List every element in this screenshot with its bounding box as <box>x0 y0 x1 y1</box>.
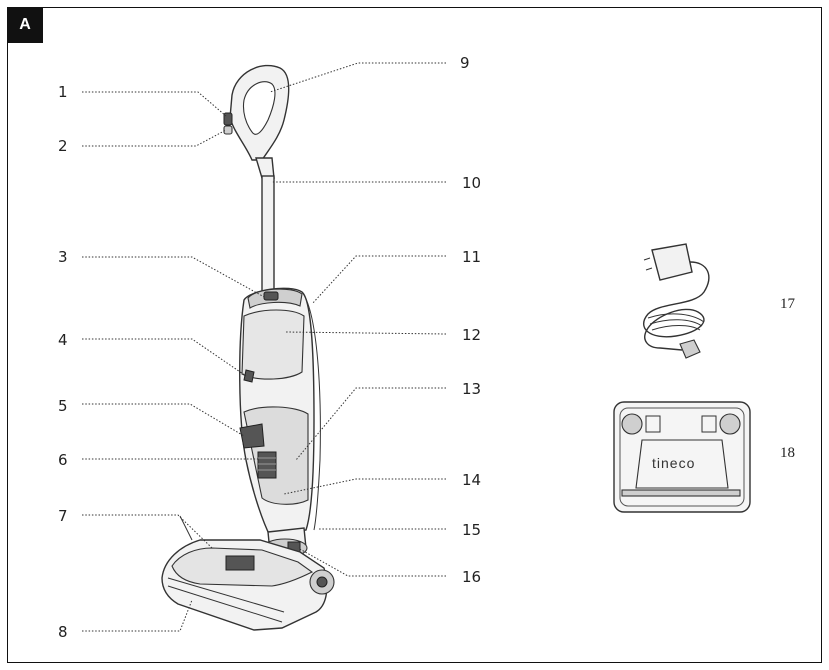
label-14: 14 <box>462 471 481 489</box>
leader-13 <box>296 388 446 460</box>
leader-9 <box>270 63 446 92</box>
label-12: 12 <box>462 326 481 344</box>
label-13: 13 <box>462 380 481 398</box>
leader-3 <box>82 257 266 298</box>
leader-5 <box>82 404 244 436</box>
label-15: 15 <box>462 521 481 539</box>
label-1: 1 <box>58 83 68 101</box>
handle-tube <box>262 176 274 291</box>
handle-release <box>240 424 264 448</box>
handle-neck <box>256 158 274 178</box>
label-2: 2 <box>58 137 68 155</box>
label-3: 3 <box>58 248 68 266</box>
label-5: 5 <box>58 397 68 415</box>
label-6: 6 <box>58 451 68 469</box>
front-latch <box>226 556 254 570</box>
tray-right-hole <box>720 414 740 434</box>
label-16: 16 <box>462 568 481 586</box>
tray-rail <box>622 490 740 496</box>
label-9: 9 <box>460 54 470 72</box>
charger-coil <box>648 314 704 330</box>
leader-2 <box>82 130 226 146</box>
leader-4 <box>82 339 246 376</box>
label-8: 8 <box>58 623 68 641</box>
clean-water-tank <box>242 310 304 379</box>
charger-illustration <box>644 244 709 358</box>
dock-ramp <box>180 516 192 540</box>
storage-tray-illustration: tineco <box>614 402 750 512</box>
label-7: 7 <box>58 507 68 525</box>
vacuum-illustration <box>162 66 334 630</box>
mode-button <box>224 126 232 134</box>
label-18: 18 <box>780 445 795 461</box>
top-button <box>264 292 278 300</box>
charger-connector <box>680 340 700 358</box>
label-4: 4 <box>58 331 68 349</box>
charger-plug-pins <box>644 258 652 270</box>
tray-left-hole <box>622 414 642 434</box>
filter <box>258 452 276 478</box>
charger-body <box>652 244 692 280</box>
label-11: 11 <box>462 248 481 266</box>
leader-11 <box>312 256 446 304</box>
wheel-hub <box>317 577 327 587</box>
tray-brand-logo: tineco <box>652 455 695 471</box>
leader-8 <box>82 600 192 631</box>
leader-1 <box>82 92 226 116</box>
label-17: 17 <box>780 296 796 312</box>
label-10: 10 <box>462 174 481 192</box>
power-button <box>224 113 232 125</box>
